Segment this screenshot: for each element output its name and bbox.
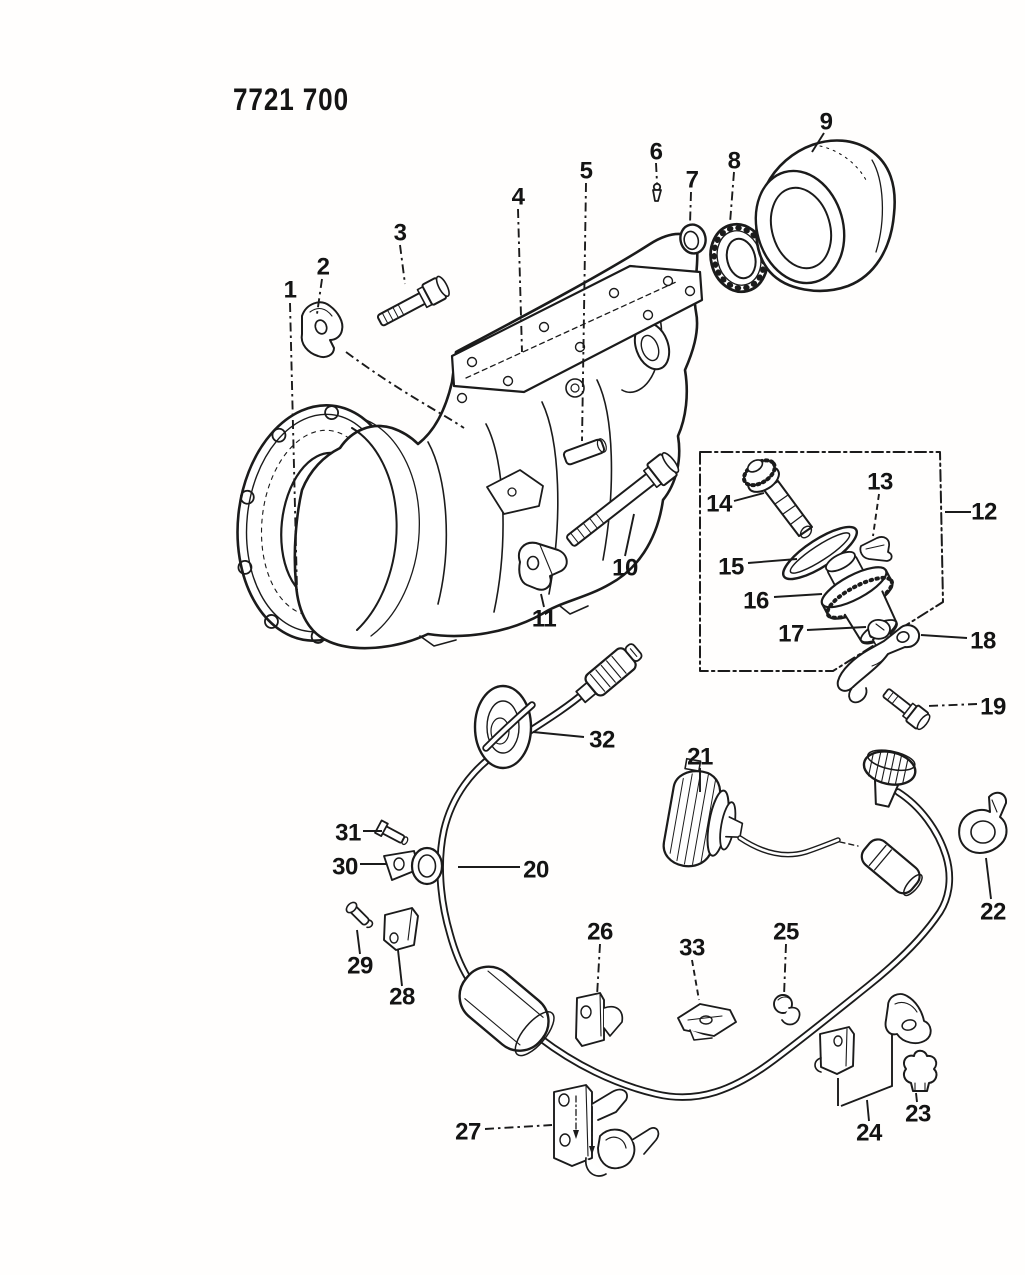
cable-over-grommet — [482, 701, 536, 752]
part-4-cover-gasket — [450, 264, 704, 394]
cable-ferrule-upper — [575, 643, 643, 704]
callout-label-13: 13 — [867, 469, 893, 496]
callout-label-8: 8 — [728, 148, 741, 175]
callout-label-5: 5 — [580, 158, 593, 185]
callout-label-23: 23 — [905, 1101, 931, 1128]
callout-label-16: 16 — [743, 588, 769, 615]
part-5-pin — [562, 438, 607, 466]
drawing-number-text: 7721 700 — [233, 83, 349, 118]
callout-label-7: 7 — [686, 167, 699, 194]
callout-label-26: 26 — [587, 919, 613, 946]
callout-label-22: 22 — [980, 899, 1006, 926]
callout-label-1: 1 — [284, 277, 297, 304]
callout-label-24: 24 — [856, 1120, 883, 1147]
part-28-bracket — [383, 907, 419, 951]
callout-label-33: 33 — [679, 935, 705, 962]
part-21-pinion-assembly — [662, 757, 744, 868]
drawing-number: 7721 700 — [233, 83, 349, 118]
callout-label-25: 25 — [773, 919, 799, 946]
part-14-driven-gear — [741, 458, 813, 539]
callout-label-28: 28 — [389, 984, 415, 1011]
callout-label-18: 18 — [970, 628, 996, 655]
sensor-cable — [737, 835, 859, 858]
part-22-clip — [958, 791, 1008, 854]
part-13-clip — [859, 536, 893, 562]
callout-label-14: 14 — [706, 491, 733, 518]
part-3-bolt — [376, 275, 450, 327]
callout-label-4: 4 — [512, 184, 526, 211]
callout-label-9: 9 — [820, 109, 833, 136]
part-24-bracket — [814, 1026, 855, 1075]
callout-label-29: 29 — [347, 953, 373, 980]
part-30-clamp — [383, 846, 444, 886]
callout-label-27: 27 — [455, 1119, 481, 1146]
part-20-cable — [436, 688, 954, 1101]
sensor-connector — [860, 838, 923, 897]
part-6-pin — [652, 182, 662, 202]
callout-label-15: 15 — [718, 554, 744, 581]
part-26-bracket — [575, 992, 624, 1047]
part-27-bracket-assembly — [553, 1084, 660, 1177]
callout-label-31: 31 — [335, 820, 361, 847]
part-23-plug — [902, 1049, 938, 1092]
part-33-clip — [677, 1003, 737, 1041]
callout-label-30: 30 — [332, 854, 358, 881]
part-2-clamp — [300, 301, 344, 358]
callout-label-32: 32 — [589, 727, 615, 754]
part-10-bolt — [566, 452, 680, 547]
callout-label-11: 11 — [532, 606, 557, 633]
part-9-dust-boot — [754, 139, 896, 293]
callout-label-17: 17 — [778, 621, 804, 648]
leader-lines — [289, 132, 992, 1130]
callout-label-12: 12 — [971, 499, 997, 526]
part-25-grommet — [773, 994, 801, 1026]
part-17-clip — [867, 619, 891, 640]
cable-ferrule-right — [862, 749, 917, 808]
callout-label-21: 21 — [687, 744, 713, 771]
callout-label-3: 3 — [394, 220, 407, 247]
part-31-screw — [374, 819, 409, 846]
callout-label-6: 6 — [650, 139, 663, 166]
part-16-speedo-sleeve — [820, 550, 898, 650]
callout-label-10: 10 — [612, 555, 638, 582]
part-11-bracket — [518, 541, 568, 591]
part-19-bolt — [882, 688, 931, 731]
cable-damper — [458, 965, 555, 1057]
callout-label-2: 2 — [317, 254, 330, 281]
part-18-lock-lever — [836, 624, 921, 704]
callout-label-20: 20 — [523, 857, 549, 884]
callout-label-19: 19 — [980, 694, 1006, 721]
part-7-ring — [679, 223, 707, 255]
part-29-screw — [345, 901, 374, 929]
